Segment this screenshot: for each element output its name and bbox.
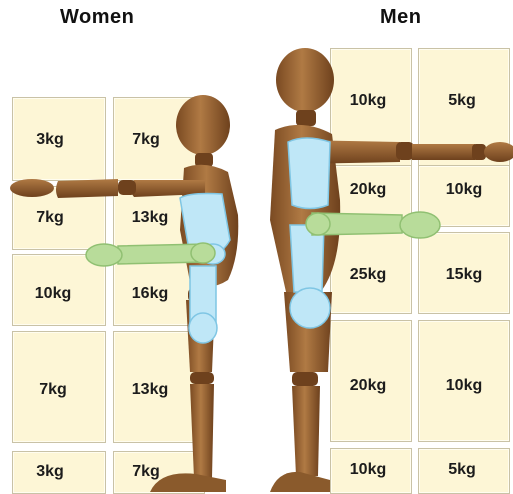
women-value-r3-c2: 16kg	[118, 285, 182, 303]
men-value-r2-c1: 20kg	[338, 181, 398, 199]
men-value-r3-c1: 25kg	[338, 266, 398, 284]
women-value-r5-c1: 3kg	[20, 463, 80, 481]
women-value-r2-c2: 13kg	[118, 209, 182, 227]
men-value-r1-c1: 10kg	[338, 92, 398, 110]
women-value-r1-c2: 7kg	[116, 131, 176, 149]
men-value-r3-c2: 15kg	[432, 266, 496, 284]
women-value-r4-c2: 13kg	[118, 381, 182, 399]
men-value-r4-c2: 10kg	[432, 377, 496, 395]
men-value-r5-c1: 10kg	[338, 461, 398, 479]
women-value-r4-c1: 7kg	[20, 381, 86, 399]
men-value-r4-c1: 20kg	[338, 377, 398, 395]
women-value-r3-c1: 10kg	[20, 285, 86, 303]
women-value-r1-c1: 3kg	[20, 131, 80, 149]
men-value-r2-c2: 10kg	[432, 181, 496, 199]
men-value-r1-c2: 5kg	[432, 92, 492, 110]
men-value-r5-c2: 5kg	[432, 461, 492, 479]
women-value-r2-c1: 7kg	[20, 209, 80, 227]
women-value-r5-c2: 7kg	[116, 463, 176, 481]
